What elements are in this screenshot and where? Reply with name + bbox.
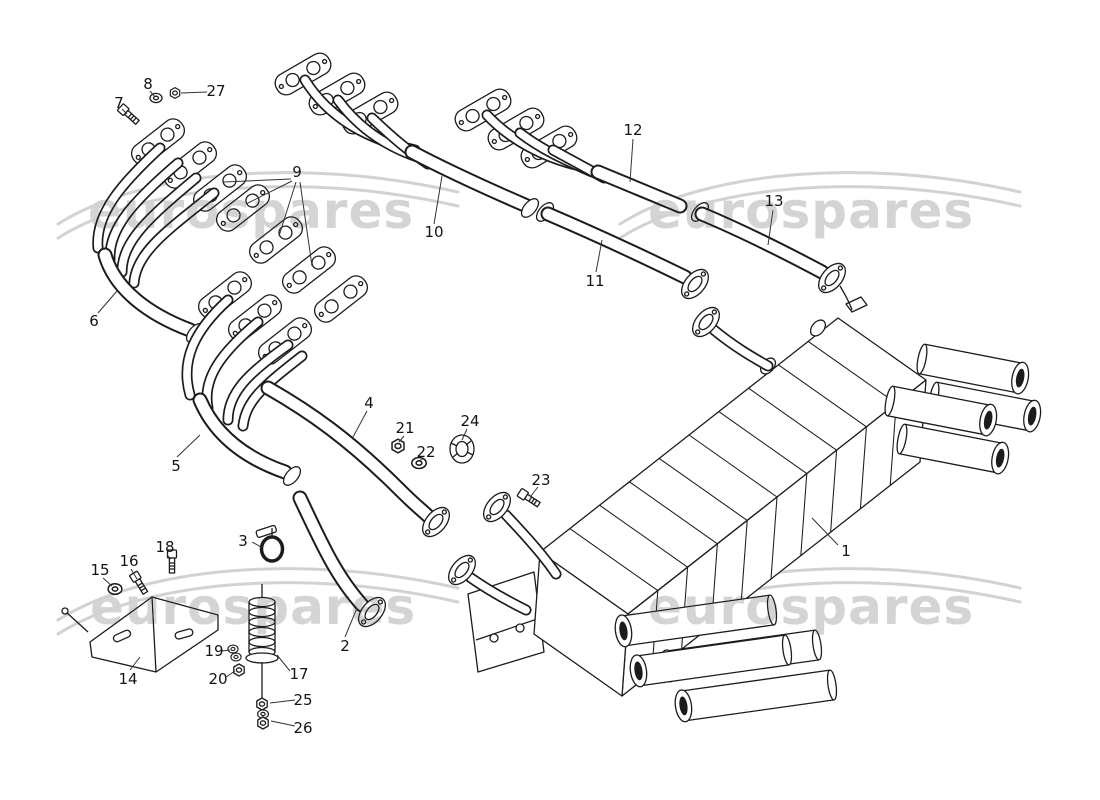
callout-15: 15 xyxy=(90,561,110,579)
intermediate-pipes xyxy=(260,380,456,633)
damper-ring xyxy=(449,434,475,464)
header-manifold-right xyxy=(450,84,688,214)
callout-21: 21 xyxy=(395,419,415,437)
callout-23: 23 xyxy=(531,471,551,489)
front-pipe-right xyxy=(687,199,852,299)
header-manifold-center xyxy=(270,48,543,221)
nut-25 xyxy=(256,697,268,711)
mounting-bracket xyxy=(61,596,219,673)
callout-20: 20 xyxy=(208,670,228,688)
watermark-top-right: eurospares xyxy=(648,182,975,240)
muffler-support-bracket xyxy=(467,571,545,673)
callout-3: 3 xyxy=(238,532,248,550)
callout-18: 18 xyxy=(155,538,175,556)
header-manifold-upper-left xyxy=(92,114,252,346)
watermark-bottom-left: eurospares xyxy=(90,578,417,636)
callout-26: 26 xyxy=(293,719,313,737)
bolt-23 xyxy=(516,487,542,510)
nut-26 xyxy=(257,716,269,730)
callout-27: 27 xyxy=(206,82,226,100)
leader-lines xyxy=(97,90,839,727)
watermark-bottom-right: eurospares xyxy=(648,578,975,636)
callout-6: 6 xyxy=(89,312,99,330)
callout-22: 22 xyxy=(416,443,436,461)
callout-7: 7 xyxy=(114,94,124,112)
callout-9: 9 xyxy=(292,163,302,181)
washer-8 xyxy=(149,92,163,104)
callout-4: 4 xyxy=(364,394,374,412)
callout-14: 14 xyxy=(118,670,138,688)
nut-20 xyxy=(233,663,245,677)
callout-5: 5 xyxy=(171,457,181,475)
callout-8: 8 xyxy=(143,75,153,93)
callout-1: 1 xyxy=(841,542,851,560)
header-manifold-lower-left xyxy=(181,267,317,489)
callout-17: 17 xyxy=(289,665,309,683)
callout-16: 16 xyxy=(119,552,139,570)
callout-12: 12 xyxy=(623,121,643,139)
callout-19: 19 xyxy=(204,642,224,660)
muffler-end-face xyxy=(533,551,629,697)
watermark-top-left: eurospares xyxy=(88,182,415,240)
callout-11: 11 xyxy=(585,272,605,290)
clamp xyxy=(255,524,285,563)
callout-13: 13 xyxy=(764,192,784,210)
nut-21 xyxy=(391,438,405,454)
callout-10: 10 xyxy=(424,223,444,241)
washer-19a xyxy=(227,644,239,654)
front-pipe-center xyxy=(532,199,715,305)
nut-27 xyxy=(169,87,181,99)
flexible-mount xyxy=(245,584,279,700)
muffler-inlet-stubs xyxy=(442,285,853,616)
callout-25: 25 xyxy=(293,691,313,709)
callout-2: 2 xyxy=(340,637,350,655)
washer-19b xyxy=(230,652,242,662)
callout-24: 24 xyxy=(460,412,480,430)
